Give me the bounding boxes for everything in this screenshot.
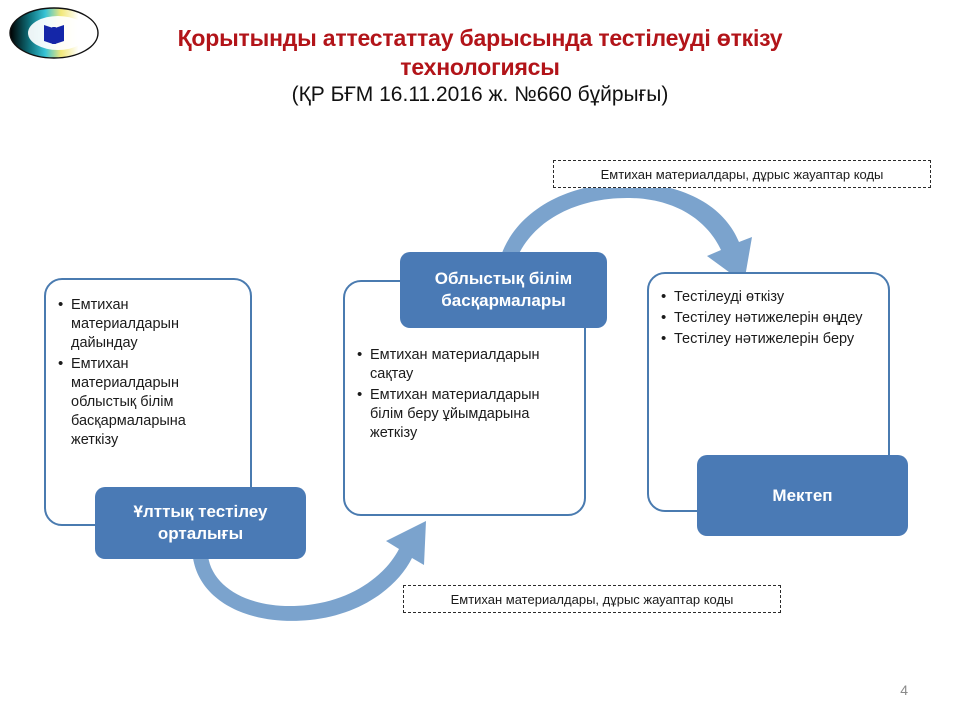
panel-middle-bullets: Емтихан материалдарын сақтау Емтихан мат… bbox=[357, 345, 567, 443]
panel-left-bullets: Емтихан материалдарын дайындау Емтихан м… bbox=[58, 295, 228, 450]
panel-right-bullets: Тестілеуді өткізу Тестілеу нәтижелерін ө… bbox=[661, 287, 879, 349]
callout-exam-materials-top: Емтихан материалдары, дұрыс жауаптар код… bbox=[553, 160, 931, 188]
label-box-regional-education-departments: Облыстық білім басқармалары bbox=[400, 252, 607, 328]
list-item: Тестілеу нәтижелерін өңдеу bbox=[661, 308, 879, 328]
panel-national-testing-center: Емтихан материалдарын дайындау Емтихан м… bbox=[44, 278, 252, 526]
slide-subtitle: (ҚР БҒМ 16.11.2016 ж. №660 бұйрығы) bbox=[291, 83, 669, 106]
page-number: 4 bbox=[900, 682, 908, 698]
list-item: Емтихан материалдарын білім беру ұйымдар… bbox=[357, 385, 567, 443]
label-box-national-testing-center: Ұлттық тестілеу орталығы bbox=[95, 487, 306, 559]
slide-title: Қорытынды аттестаттау барысында тестілеу… bbox=[177, 25, 783, 80]
book-emblem-logo bbox=[8, 4, 100, 62]
list-item: Тестілеуді өткізу bbox=[661, 287, 879, 307]
list-item: Емтихан материалдарын сақтау bbox=[357, 345, 567, 384]
callout-exam-materials-bottom: Емтихан материалдары, дұрыс жауаптар код… bbox=[403, 585, 781, 613]
list-item: Емтихан материалдарын облыстық білім бас… bbox=[58, 354, 228, 450]
label-box-school: Мектеп bbox=[697, 455, 908, 536]
list-item: Тестілеу нәтижелерін беру bbox=[661, 329, 879, 349]
list-item: Емтихан материалдарын дайындау bbox=[58, 295, 228, 353]
